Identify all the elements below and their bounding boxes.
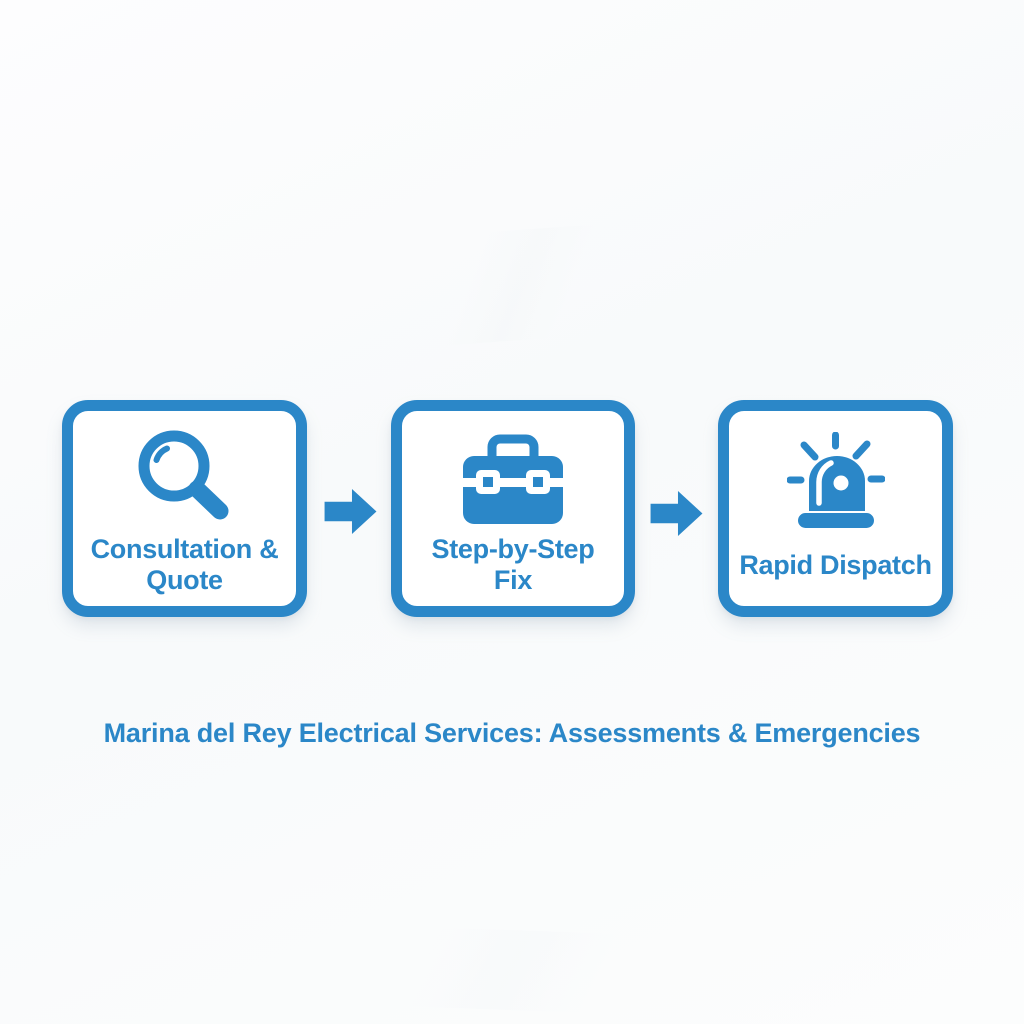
step-label-line: Rapid Dispatch [739,549,932,580]
arrow-right-icon [324,488,378,535]
step-card-step-by-step-fix: Step-by-Step Fix [391,400,635,617]
magnifier-icon [135,428,235,532]
step-label: Rapid Dispatch [739,532,932,606]
step-label: Consultation & Quote [91,532,279,606]
step-label: Step-by-Step Fix [432,532,595,606]
siren-icon [786,428,885,532]
step-label-line: Step-by-Step [431,534,595,564]
step-label-line: Quote [146,565,223,595]
caption-title: Marina del Rey Electrical Services: Asse… [103,718,921,748]
step-label-line: Fix [493,565,533,595]
step-card-rapid-dispatch: Rapid Dispatch [718,400,953,617]
toolbox-icon [461,428,565,532]
arrow-right-icon [650,490,704,537]
step-card-consultation-quote: Consultation & Quote [62,400,307,617]
step-label-line: Consultation & [90,534,279,564]
